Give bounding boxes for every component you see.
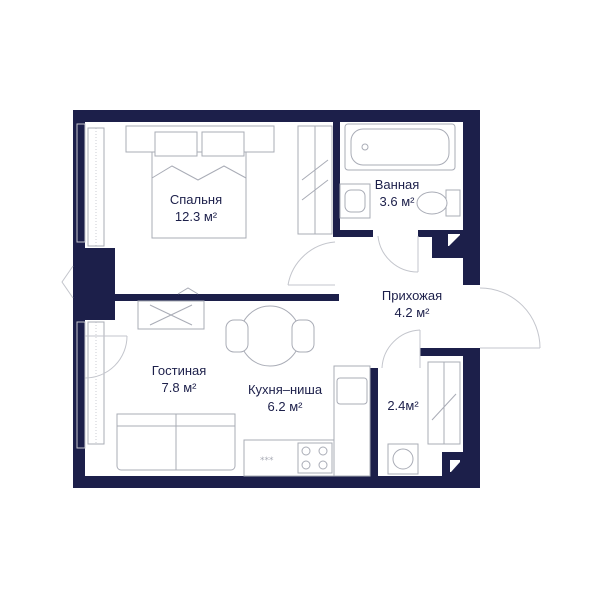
- door-entrance: [479, 287, 541, 349]
- room-area: 12.3 м²: [174, 209, 218, 224]
- toilet-tank: [445, 189, 461, 217]
- room-area: 2.4м²: [387, 398, 419, 413]
- washing-machine-drum: [392, 448, 414, 470]
- pillow-right: [201, 131, 245, 157]
- shaft-mark-lower: [450, 460, 460, 472]
- window-bedroom: [76, 123, 86, 243]
- washbasin-bowl: [344, 189, 366, 213]
- bathtub-inner: [350, 128, 450, 166]
- bedroom-door-swing-small: [177, 287, 199, 295]
- hob-ring-1: [301, 446, 311, 456]
- room-name: Прихожая: [381, 288, 443, 303]
- wall-top-right: [335, 110, 480, 122]
- wall-top-left: [73, 110, 335, 122]
- blanket-fold: [151, 165, 247, 181]
- door-storage: [381, 329, 421, 369]
- wall-bedroom-living: [115, 294, 339, 301]
- room-area: 4.2 м²: [394, 305, 430, 320]
- pillow-left: [154, 131, 198, 157]
- room-name: Спальня: [169, 192, 223, 207]
- room-label-storage: 2.4м²: [387, 397, 418, 414]
- room-label-bathroom: Ванная 3.6 м²: [375, 176, 420, 210]
- room-name: Кухня–ниша: [247, 382, 323, 397]
- wardrobe-bedroom-hanger-2: [301, 179, 329, 201]
- room-label-bedroom: Спальня 12.3 м²: [170, 191, 222, 225]
- shaft-triangle-upper: [449, 235, 460, 246]
- desk-cross-2: [149, 304, 193, 326]
- room-name: Гостиная: [151, 363, 207, 378]
- radiator-bedroom: [87, 127, 105, 247]
- hob-ring-3: [301, 460, 311, 470]
- wardrobe-bedroom-hanger: [301, 159, 329, 181]
- window-pier-marker: [61, 265, 74, 299]
- toilet-bowl: [416, 191, 448, 215]
- radiators: [87, 127, 105, 445]
- room-label-kitchen: Кухня–ниша 6.2 м²: [248, 381, 322, 415]
- shaft-triangle-lower: [451, 462, 460, 472]
- wall-bath-bottom-left: [333, 230, 373, 237]
- wardrobe-hall-hanger: [431, 393, 457, 421]
- room-area: 7.8 м²: [161, 380, 197, 395]
- room-area: 6.2 м²: [267, 399, 303, 414]
- living-furniture: ***: [116, 305, 371, 477]
- doors: [84, 235, 541, 379]
- windows: [61, 123, 86, 449]
- door-bedroom: [287, 241, 336, 286]
- walls: [73, 110, 480, 488]
- wall-right-lower: [463, 348, 480, 488]
- wall-left-pier: [73, 248, 115, 320]
- bathtub-drain: [361, 143, 369, 151]
- shaft-triangles: [449, 235, 460, 472]
- bathroom-fixtures: [339, 123, 461, 219]
- kitchen-sink: [336, 377, 368, 405]
- room-name: Ванная: [374, 177, 420, 192]
- hob-ring-4: [318, 460, 328, 470]
- hob-ring-2: [318, 446, 328, 456]
- wall-bottom: [73, 476, 480, 488]
- window-living: [76, 321, 86, 449]
- chair-right: [291, 319, 315, 353]
- door-living-balcony: [84, 335, 128, 379]
- wall-storage-left: [370, 368, 378, 480]
- dining-table: [239, 305, 301, 367]
- wall-storage-top: [420, 348, 465, 356]
- chair-left: [225, 319, 249, 353]
- oven-marks: ***: [260, 456, 274, 466]
- door-bathroom: [377, 235, 419, 273]
- storage-fixtures: [387, 361, 461, 475]
- wall-bedroom-bath: [333, 118, 340, 236]
- room-label-living: Гостиная 7.8 м²: [152, 362, 207, 396]
- bed-headboard: [125, 125, 275, 153]
- room-label-hallway: Прихожая 4.2 м²: [382, 287, 442, 321]
- wall-right-upper: [463, 110, 480, 285]
- room-area: 3.6 м²: [379, 194, 415, 209]
- bedroom-furniture: [125, 125, 333, 330]
- hob: [297, 442, 333, 474]
